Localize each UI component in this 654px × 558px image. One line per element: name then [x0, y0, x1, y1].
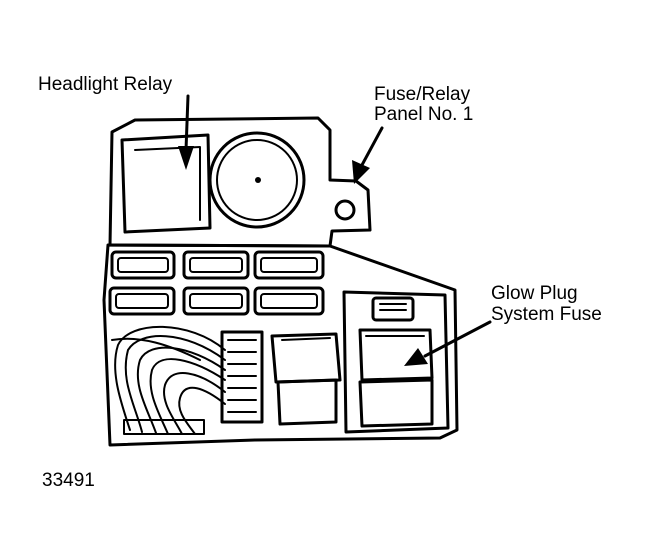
fuse-relay-panel-label-line2: Panel No. 1 — [374, 104, 474, 125]
fuse-relay-panel-arrow — [352, 126, 384, 184]
relay-housing — [108, 116, 372, 248]
center-relay — [270, 332, 342, 426]
fuse-relay-panel-label-line1: Fuse/Relay — [374, 84, 471, 105]
glow-plug-label-line1: Glow Plug — [491, 283, 578, 304]
fuse-block-body — [102, 243, 459, 447]
wire-harness — [111, 325, 264, 435]
figure-number: 33491 — [42, 470, 95, 491]
fuse-row-bottom — [108, 286, 325, 316]
headlight-relay-label: Headlight Relay — [38, 74, 173, 95]
fuse-row-top — [110, 250, 325, 280]
headlight-relay-arrow — [178, 94, 194, 170]
glow-plug-relay-stack — [342, 290, 450, 434]
glow-plug-fuse-arrow — [404, 320, 492, 366]
glow-plug-label-line2: System Fuse — [491, 304, 602, 325]
